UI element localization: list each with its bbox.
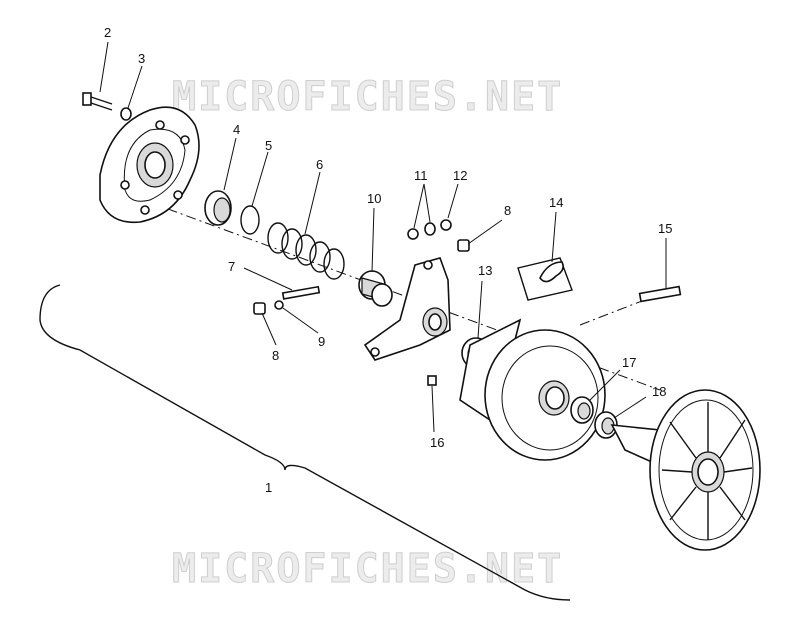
callout-5: 5 <box>265 138 272 153</box>
watermark-bottom: MICROFICHES.NET <box>172 546 563 592</box>
moveable-sheave <box>459 318 606 461</box>
washer-part-11 <box>407 228 419 240</box>
screw-part-16 <box>427 375 437 386</box>
callout-6: 6 <box>316 157 323 172</box>
callout-7: 7 <box>228 259 235 274</box>
callout-4: 4 <box>233 122 240 137</box>
clip-part-14 <box>517 257 573 301</box>
callout-16: 16 <box>430 435 444 450</box>
callout-3: 3 <box>138 51 145 66</box>
callout-14: 14 <box>549 195 563 210</box>
cover-plate <box>99 106 200 224</box>
washer-part-3 <box>120 107 132 121</box>
callout-11: 11 <box>414 168 428 183</box>
spring-part-6 <box>267 222 345 280</box>
watermark-top: MICROFICHES.NET <box>172 74 563 120</box>
callout-1: 1 <box>265 480 272 495</box>
callout-17: 17 <box>622 355 636 370</box>
bushing-part-18 <box>594 411 618 439</box>
snap-ring-part-5 <box>240 205 260 235</box>
group-bracket-1 <box>39 284 571 601</box>
spider-arm <box>363 257 451 361</box>
cap-part-8-left <box>253 302 266 315</box>
washer-part-11b <box>424 222 436 236</box>
fixed-sheave <box>610 389 761 551</box>
bushing-part-4 <box>204 190 232 226</box>
callout-8-left: 8 <box>272 348 279 363</box>
ball-part-9 <box>274 300 284 310</box>
callout-13: 13 <box>478 263 492 278</box>
callout-labels: 1 2 3 4 5 6 7 8 8 9 10 11 12 13 14 15 16… <box>104 25 672 495</box>
nut-part-8-right <box>457 239 470 252</box>
callout-10: 10 <box>367 191 381 206</box>
callout-2: 2 <box>104 25 111 40</box>
callout-8-right: 8 <box>504 203 511 218</box>
roller-part-10 <box>358 270 393 307</box>
callout-12: 12 <box>453 168 467 183</box>
callout-9: 9 <box>318 334 325 349</box>
callout-18: 18 <box>652 384 666 399</box>
assembly-axis <box>129 194 661 391</box>
bushing-part-17 <box>570 396 594 424</box>
pin-part-15 <box>638 285 682 303</box>
washer-part-12 <box>440 219 452 231</box>
bolt-part-2 <box>82 92 113 111</box>
leader-lines <box>99 41 667 433</box>
callout-15: 15 <box>658 221 672 236</box>
pin-part-7 <box>281 285 321 300</box>
